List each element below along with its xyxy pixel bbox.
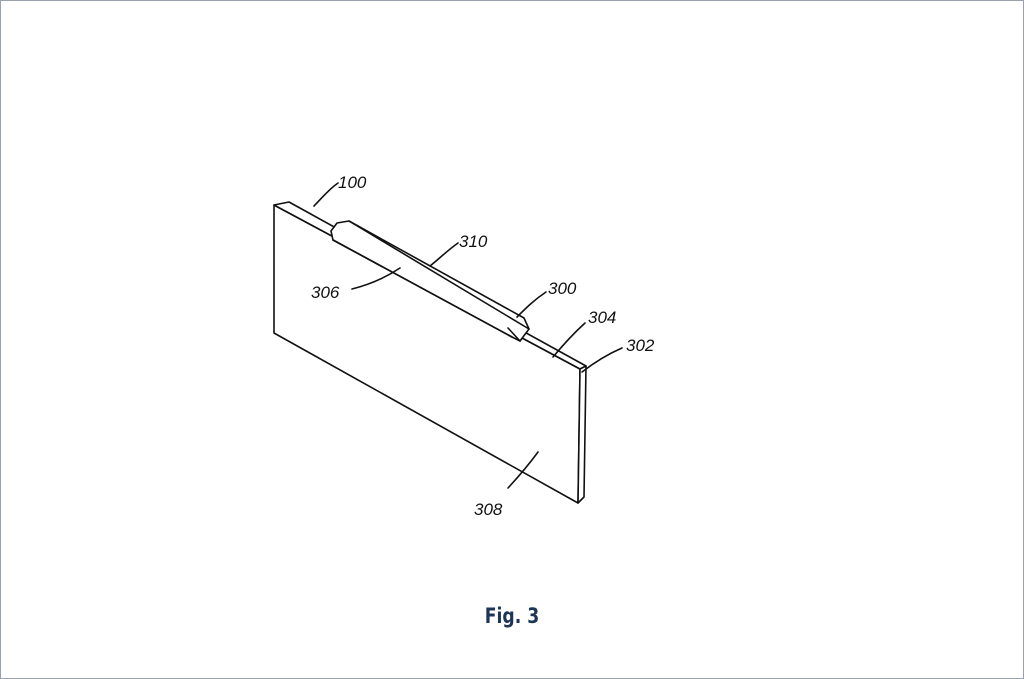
leader-300 <box>516 291 547 318</box>
leader-306 <box>351 267 401 290</box>
leader-100 <box>313 182 339 207</box>
leader-310 <box>429 242 459 267</box>
ridge-end-face <box>507 327 521 342</box>
leader-308 <box>507 451 539 489</box>
leader-304 <box>552 322 586 358</box>
ref-label-300: 300 <box>548 279 577 298</box>
figure-caption: Fig. 3 <box>484 604 540 628</box>
ref-label-306: 306 <box>311 283 340 302</box>
panel-side-edge <box>577 365 587 504</box>
ref-label-304: 304 <box>588 308 616 327</box>
ridge-crease <box>332 239 513 338</box>
leader-302 <box>581 347 623 373</box>
ref-label-310: 310 <box>459 232 488 251</box>
ref-label-302: 302 <box>626 336 655 355</box>
ref-label-100: 100 <box>338 173 367 192</box>
ref-label-308: 308 <box>474 500 503 519</box>
ridge-top-line <box>348 220 530 330</box>
